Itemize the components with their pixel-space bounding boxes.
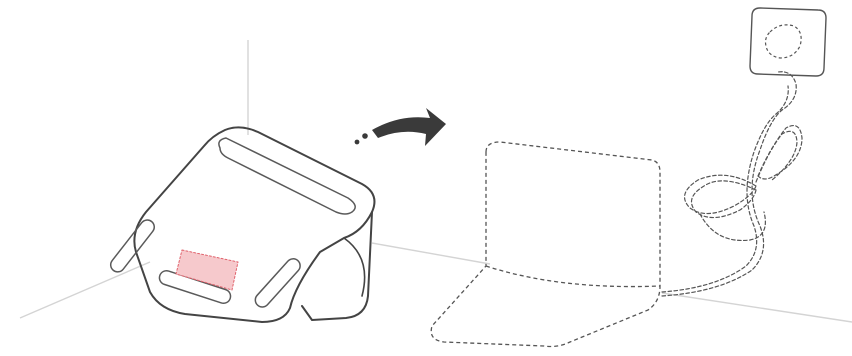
- cable-strand-b: [661, 85, 789, 293]
- power-outlet-icon: [749, 7, 827, 77]
- arrow-dot-1: [354, 139, 360, 145]
- cable-loop-left-b: [690, 180, 757, 219]
- cable-strand-a: [661, 71, 797, 297]
- arrow-dot-2: [362, 133, 368, 139]
- room-lines: [19, 40, 852, 323]
- cable-loop-left-a: [683, 174, 757, 215]
- floor-line-right: [661, 292, 852, 323]
- target-dock-outline: [430, 141, 661, 348]
- cable-loop-right-a: [757, 125, 803, 180]
- dock-top-slab: [133, 126, 376, 323]
- floor-line-left: [19, 261, 151, 319]
- wall-outlet-plate: [749, 7, 827, 77]
- dock-contact-right: [254, 258, 301, 308]
- dock-top-slot: [218, 137, 356, 215]
- power-cable: [661, 71, 803, 297]
- wall-outlet-plug: [764, 24, 802, 59]
- dock-back-panel: [301, 211, 373, 321]
- cable-lower-twist: [699, 211, 766, 242]
- arrow-body: [372, 108, 446, 146]
- curved-arrow-icon: [354, 108, 446, 146]
- charging-dock: [109, 126, 376, 323]
- target-dock-edge: [485, 265, 661, 288]
- dock-front-curve: [343, 237, 366, 297]
- target-dock-body: [430, 141, 661, 348]
- cable-loop-right-b: [755, 130, 798, 183]
- floor-line-mid: [371, 242, 491, 265]
- dock-label-highlight: [175, 249, 239, 291]
- dock-contact-left: [109, 219, 156, 273]
